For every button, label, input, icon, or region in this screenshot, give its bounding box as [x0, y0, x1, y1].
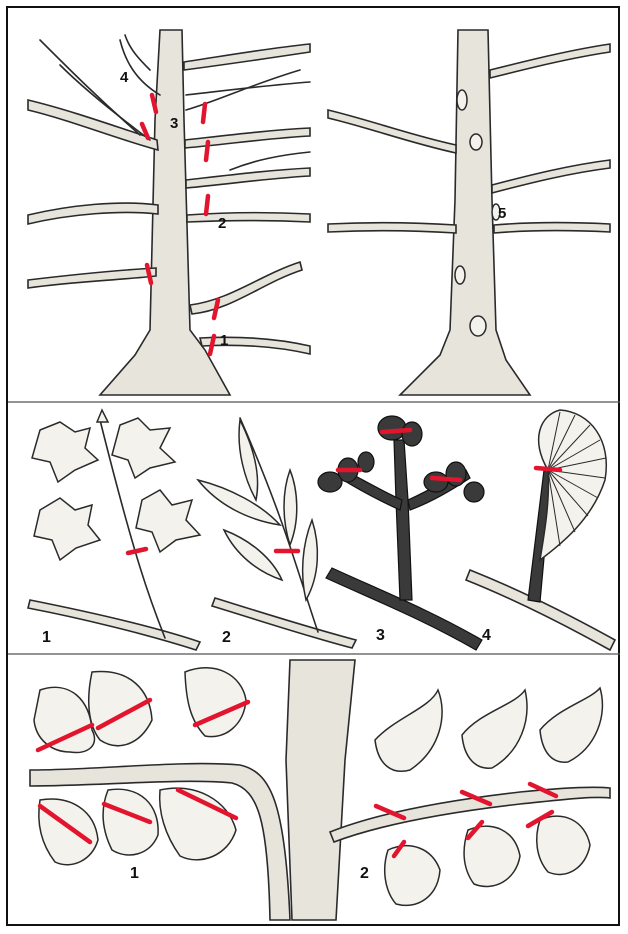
shoot-4-fan-leaf: 4	[466, 410, 615, 650]
branch	[28, 203, 158, 224]
leaf	[32, 422, 98, 482]
cut-mark	[432, 478, 460, 480]
shoot	[394, 440, 412, 600]
twig	[230, 152, 310, 170]
label-1: 1	[220, 332, 228, 349]
cut-mark	[382, 430, 410, 432]
twig	[125, 35, 150, 70]
leaf	[112, 418, 175, 478]
tip	[424, 472, 448, 492]
shoot-1-opposite-leaves: 1	[30, 668, 290, 920]
tip	[402, 422, 422, 446]
shoot-2-lanceolate-leaves: 2	[198, 418, 356, 648]
label-2: 2	[218, 215, 226, 232]
top-right-tree: 5	[328, 30, 610, 395]
tip	[446, 462, 466, 486]
cut-mark	[128, 549, 146, 553]
branch	[328, 110, 456, 153]
branch	[185, 128, 310, 148]
branch	[328, 223, 456, 233]
label-4: 4	[120, 69, 129, 86]
trunk	[400, 30, 530, 395]
leaf	[136, 490, 200, 552]
top-left-tree: 4 3 2 1	[28, 30, 310, 395]
label-1: 1	[130, 865, 139, 882]
leaf	[462, 690, 527, 768]
bud	[97, 410, 108, 422]
branch	[212, 598, 356, 648]
label-3: 3	[376, 627, 385, 644]
branch	[28, 100, 158, 150]
cut-mark	[206, 142, 208, 160]
tip	[464, 482, 484, 502]
label-4: 4	[482, 627, 491, 644]
branch	[28, 268, 156, 288]
twig	[120, 40, 160, 95]
label-2: 2	[360, 865, 369, 882]
shoot-2-alternate-leaves: 2	[330, 688, 610, 905]
shoot-1-palmate-leaves: 1	[28, 410, 200, 650]
cut-mark	[203, 104, 205, 122]
healed-wound	[457, 90, 467, 110]
branch	[190, 262, 302, 314]
leaf	[540, 688, 602, 762]
cut-mark	[152, 95, 156, 112]
shoot-3-conifer: 3	[318, 416, 484, 650]
branch	[490, 44, 610, 78]
healed-wound	[470, 134, 482, 150]
branch	[184, 44, 310, 70]
label-3: 3	[170, 115, 178, 132]
healed-wound	[470, 316, 486, 336]
cut-mark	[536, 468, 560, 470]
leaf	[224, 530, 282, 580]
trunk	[286, 660, 355, 920]
branch	[28, 600, 200, 650]
leaf	[34, 687, 95, 752]
leaf	[375, 690, 442, 771]
leaf	[34, 498, 100, 560]
leaf	[303, 520, 318, 600]
branch	[494, 223, 610, 233]
leaf	[89, 672, 152, 746]
label-5: 5	[498, 205, 506, 222]
label-1: 1	[42, 629, 51, 646]
healed-wound	[455, 266, 465, 284]
fan-leaf	[539, 410, 607, 560]
leaf	[239, 420, 258, 500]
cut-mark	[206, 196, 208, 214]
branch	[200, 337, 310, 354]
branch	[186, 168, 310, 188]
leaf	[537, 816, 590, 874]
branch	[492, 160, 610, 193]
label-2: 2	[222, 629, 231, 646]
